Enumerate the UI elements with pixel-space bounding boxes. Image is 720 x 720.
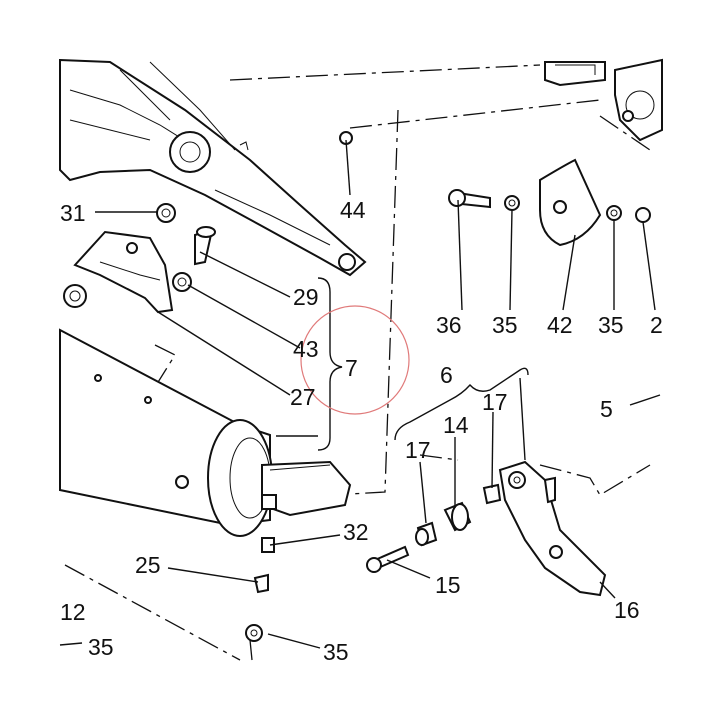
callout-27: 27 <box>290 384 316 410</box>
callout-14: 14 <box>443 412 469 438</box>
hanger-bracket <box>63 230 174 314</box>
callout-16: 16 <box>614 597 640 623</box>
callout-29: 29 <box>293 284 319 310</box>
brace-7 <box>317 277 343 451</box>
callout-25: 25 <box>135 552 161 578</box>
highlight-circle <box>300 305 410 415</box>
bolt-29 <box>194 226 216 266</box>
callout-31: 31 <box>60 200 86 226</box>
callout-2x: 2 <box>650 312 663 338</box>
callout-35-c: 35 <box>88 634 114 660</box>
callout-12: 12 <box>60 599 86 625</box>
brace-6 <box>394 367 529 441</box>
leader-lines <box>95 139 661 649</box>
callout-35-a: 35 <box>492 312 518 338</box>
callout-42: 42 <box>547 312 573 338</box>
callout-17-a: 17 <box>405 437 431 463</box>
callout-32: 32 <box>343 519 369 545</box>
callout-43: 43 <box>293 336 319 362</box>
rear-frame-top-right <box>544 58 663 142</box>
callout-15: 15 <box>435 572 461 598</box>
callout-44: 44 <box>340 197 366 223</box>
callout-5: 5 <box>600 396 613 422</box>
callout-35-b: 35 <box>598 312 624 338</box>
nut-31 <box>156 203 176 223</box>
callout-6: 6 <box>440 362 453 388</box>
washer-43 <box>172 272 192 292</box>
callout-17-b: 17 <box>482 389 508 415</box>
callout-7: 7 <box>345 355 358 381</box>
footpeg-hardware <box>366 483 502 573</box>
callout-35-d: 35 <box>323 639 349 665</box>
muffler <box>59 328 352 537</box>
footpeg-bracket-16 <box>498 460 607 597</box>
lower-clamp-parts <box>245 537 275 642</box>
heat-shield-42 <box>339 131 651 247</box>
callout-labels: 31 29 43 27 7 44 36 35 42 35 2 6 5 17 14… <box>60 197 663 665</box>
callout-36: 36 <box>436 312 462 338</box>
swingarm-frame <box>59 58 367 277</box>
